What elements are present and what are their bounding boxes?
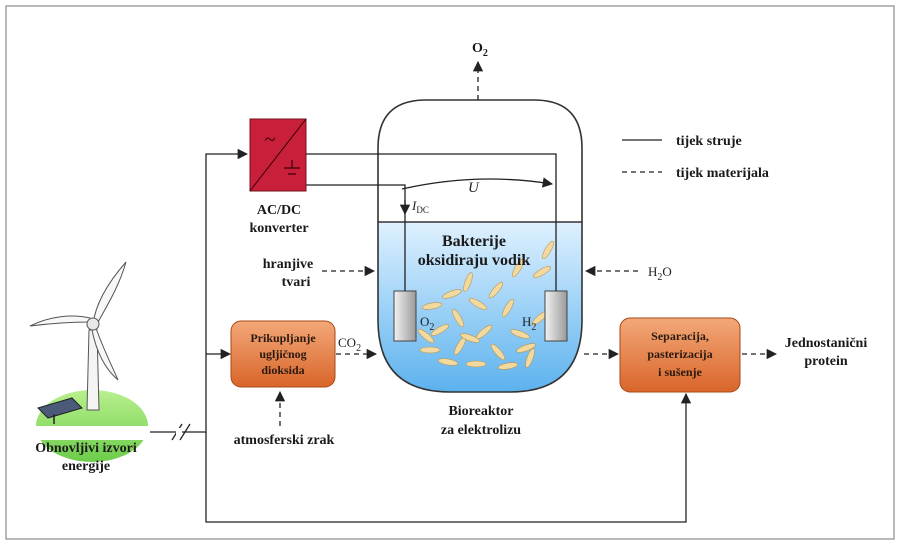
separation-box xyxy=(619,317,741,393)
bacteria-grain xyxy=(502,298,514,318)
turbine-blade-down xyxy=(91,327,119,381)
electrode-h2-label: H2 xyxy=(522,314,536,333)
converter-diagonal xyxy=(249,118,307,192)
legend-solid-label: tijek struje xyxy=(676,134,742,149)
turbine-hub xyxy=(86,317,100,331)
hill-cut xyxy=(20,426,150,440)
bacteria-grain xyxy=(465,360,487,368)
voltage-label: U xyxy=(468,180,480,196)
air-label: atmosferski zrak xyxy=(234,433,335,448)
current-label: IDC xyxy=(411,198,429,215)
bacteria-grain xyxy=(488,281,504,299)
bacteria-grain xyxy=(463,272,473,292)
electrode-h2 xyxy=(544,290,568,342)
o2-output-label: O2 xyxy=(472,41,488,59)
bacteria-grain xyxy=(542,240,554,260)
outer-frame xyxy=(5,5,895,540)
converter-label-line2: konverter xyxy=(249,221,308,236)
capture-label-line1: Prikupljanje xyxy=(250,331,316,345)
bacteria-grain xyxy=(437,358,459,366)
separation-label-line1: Separacija, xyxy=(651,329,709,343)
turbine-blade-up xyxy=(92,261,127,327)
nutrients-label-line1: hranjive xyxy=(263,257,314,272)
bacteria-grains xyxy=(417,240,554,370)
bacteria-grain xyxy=(497,362,519,370)
electrode-o2 xyxy=(393,290,417,342)
turbine-blade-left xyxy=(29,315,91,327)
bacteria-grain xyxy=(512,258,524,278)
nutrients-label-line2: tvari xyxy=(282,275,311,290)
wire-renewable-converter xyxy=(140,148,249,433)
converter-label-line1: AC/DC xyxy=(257,203,301,218)
bacteria-grain xyxy=(452,308,464,328)
wire-h2-electrode xyxy=(306,153,557,291)
product-label-line2: protein xyxy=(804,354,848,369)
bacteria-grain xyxy=(490,343,506,361)
bacteria-grain xyxy=(510,329,530,339)
renewable-label-line1: Obnovljivi izvori xyxy=(35,441,137,456)
reactor-vessel xyxy=(377,99,583,393)
co2-label: CO2 xyxy=(338,335,361,354)
bacteria-grain xyxy=(442,289,462,299)
capture-label-line3: dioksida xyxy=(261,363,304,377)
bacteria-grain xyxy=(525,348,535,368)
ac-dc-converter: ~ xyxy=(249,118,307,192)
bacteria-grain xyxy=(468,298,488,310)
bacteria-grain xyxy=(417,328,435,344)
bacteria-label-line1: Bakterije xyxy=(442,233,506,250)
capture-label-line2: ugljičnog xyxy=(259,347,306,361)
legend: tijek struje tijek materijala xyxy=(622,134,769,181)
bacteria-grain xyxy=(419,346,441,354)
separation-label-line3: i sušenje xyxy=(658,365,702,379)
reactor-label-line2: za elektrolizu xyxy=(441,423,521,438)
break-gap xyxy=(176,428,182,436)
bacteria-grain xyxy=(430,324,450,336)
bacteria-label-line2: oksidiraju vodik xyxy=(418,252,531,269)
renewable-label-line2: energije xyxy=(62,459,110,474)
ac-symbol: ~ xyxy=(265,129,276,151)
solar-panel xyxy=(37,397,83,419)
separation-label-line2: pasterizacija xyxy=(647,347,712,361)
legend-dashed-label: tijek materijala xyxy=(676,166,769,181)
co2-capture-box xyxy=(230,320,336,388)
current-flow-lines xyxy=(140,148,692,523)
renewable-sources-illustration xyxy=(20,261,150,462)
break-mark-2 xyxy=(179,423,191,441)
water-label: H2O xyxy=(648,264,672,283)
reactor-label-line1: Bioreaktor xyxy=(448,404,513,419)
voltage-arc xyxy=(401,177,554,190)
wire-to-separation xyxy=(205,392,692,523)
bacteria-grain xyxy=(421,302,443,310)
bacteria-grain xyxy=(516,343,536,353)
dc-symbol xyxy=(284,160,300,175)
material-flow-lines xyxy=(274,60,778,426)
product-label-line1: Jednostanični xyxy=(785,336,868,351)
bacteria-grain xyxy=(460,333,480,343)
bacteria-grain xyxy=(532,266,552,278)
electrode-o2-label: O2 xyxy=(420,314,434,333)
